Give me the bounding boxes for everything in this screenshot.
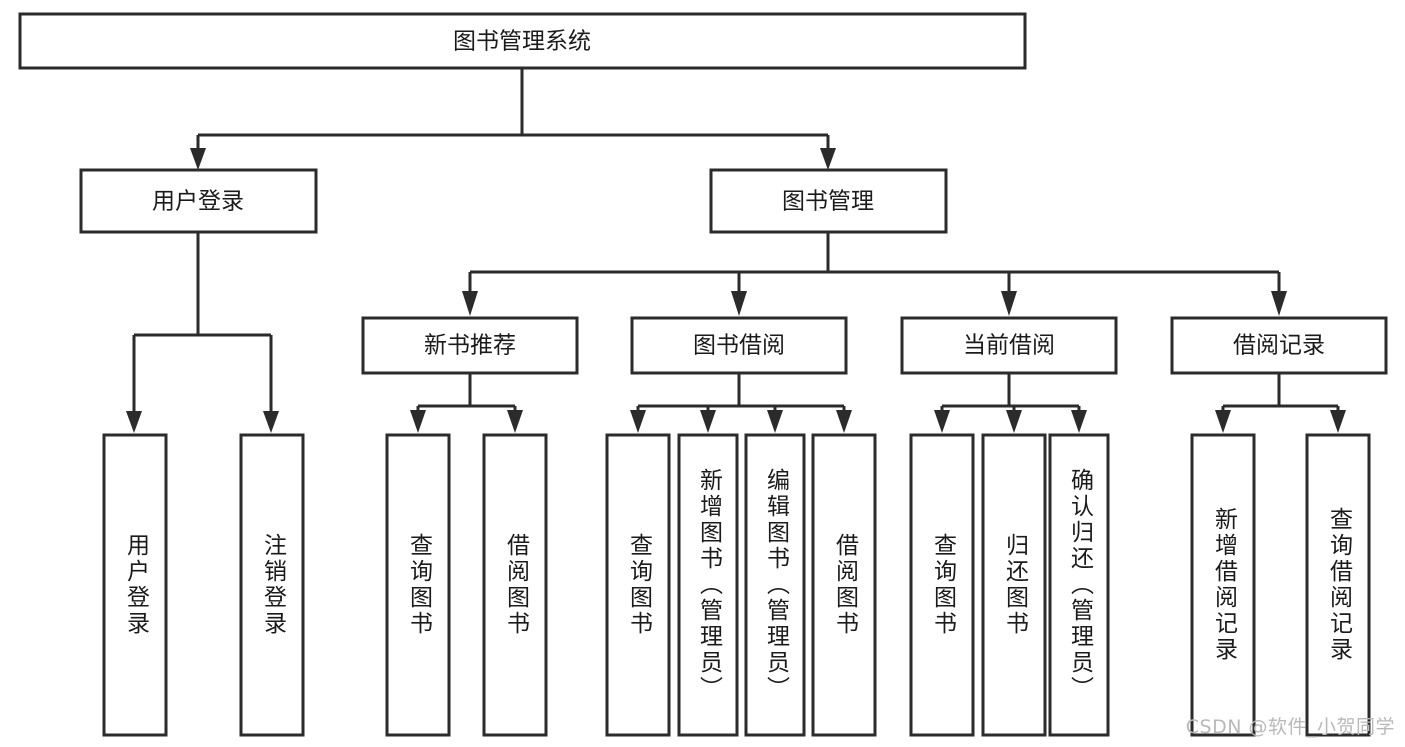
node-label-root: 图书管理系统 — [453, 29, 591, 55]
arrow-bm-to-current-borrow — [1001, 291, 1017, 316]
arrow-br-leaf2 — [1330, 410, 1346, 433]
node-box-book-manage[interactable] — [709, 168, 948, 234]
node-box-leaf-query-book-brw[interactable] — [605, 433, 671, 737]
arrow-bm-to-book-borrow — [731, 291, 747, 316]
node-box-leaf-query-book-cur[interactable] — [909, 433, 975, 737]
node-box-leaf-query-book-rec[interactable] — [385, 433, 451, 737]
arrow-cb-leaf2 — [1006, 410, 1022, 433]
arrow-cb-leaf3 — [1071, 410, 1087, 433]
arrow-root-to-book-manage — [820, 148, 836, 170]
node-box-leaf-add-borrow-record[interactable] — [1190, 433, 1256, 737]
node-label-book-manage: 图书管理 — [782, 189, 874, 215]
arrow-bb-leaf1 — [630, 410, 646, 433]
node-box-leaf-borrow-book-rec[interactable] — [482, 433, 548, 737]
node-label-book-borrow: 图书借阅 — [693, 333, 785, 359]
arrow-bb-leaf4 — [836, 410, 852, 433]
node-label-user-login: 用户登录 — [152, 189, 244, 215]
edges-group — [126, 68, 1346, 433]
node-box-leaf-logout[interactable] — [239, 433, 305, 737]
node-box-leaf-confirm-return-admin[interactable] — [1048, 433, 1110, 737]
node-box-root[interactable] — [18, 12, 1027, 70]
arrow-user-login-to-leaf1 — [126, 411, 142, 433]
node-box-leaf-add-book-admin[interactable] — [677, 433, 739, 737]
arrow-cb-leaf1 — [934, 410, 950, 433]
arrow-nb-leaf2 — [507, 410, 523, 433]
arrow-root-to-user-login — [190, 148, 206, 170]
arrow-br-leaf1 — [1215, 410, 1231, 433]
arrow-bb-leaf2 — [700, 410, 716, 433]
node-label-new-book-recommend: 新书推荐 — [424, 333, 516, 359]
arrow-user-login-to-leaf2 — [263, 411, 279, 433]
arrow-nb-leaf1 — [410, 410, 426, 433]
node-label-borrow-record: 借阅记录 — [1233, 333, 1325, 359]
nodes-group: 图书管理系统 用户登录 图书管理 新书推荐 图书借阅 当前借阅 借阅记录 — [18, 12, 1388, 737]
node-box-user-login[interactable] — [79, 168, 318, 234]
node-box-new-book-recommend[interactable] — [361, 316, 579, 375]
node-label-current-borrow: 当前借阅 — [963, 333, 1055, 359]
node-box-book-borrow[interactable] — [630, 316, 848, 375]
node-box-leaf-return-book[interactable] — [981, 433, 1047, 737]
csdn-watermark: CSDN @软件_小贺同学 — [1185, 716, 1395, 738]
node-box-leaf-query-borrow-record[interactable] — [1305, 433, 1371, 737]
node-box-current-borrow[interactable] — [900, 316, 1118, 375]
arrow-bm-to-borrow-record — [1271, 291, 1287, 316]
node-box-leaf-borrow-book-brw[interactable] — [811, 433, 877, 737]
node-box-leaf-edit-book-admin[interactable] — [744, 433, 806, 737]
arrow-bm-to-new-book — [462, 291, 478, 316]
arrow-bb-leaf3 — [767, 410, 783, 433]
node-box-leaf-user-login[interactable] — [102, 433, 168, 737]
node-box-borrow-record[interactable] — [1170, 316, 1388, 375]
